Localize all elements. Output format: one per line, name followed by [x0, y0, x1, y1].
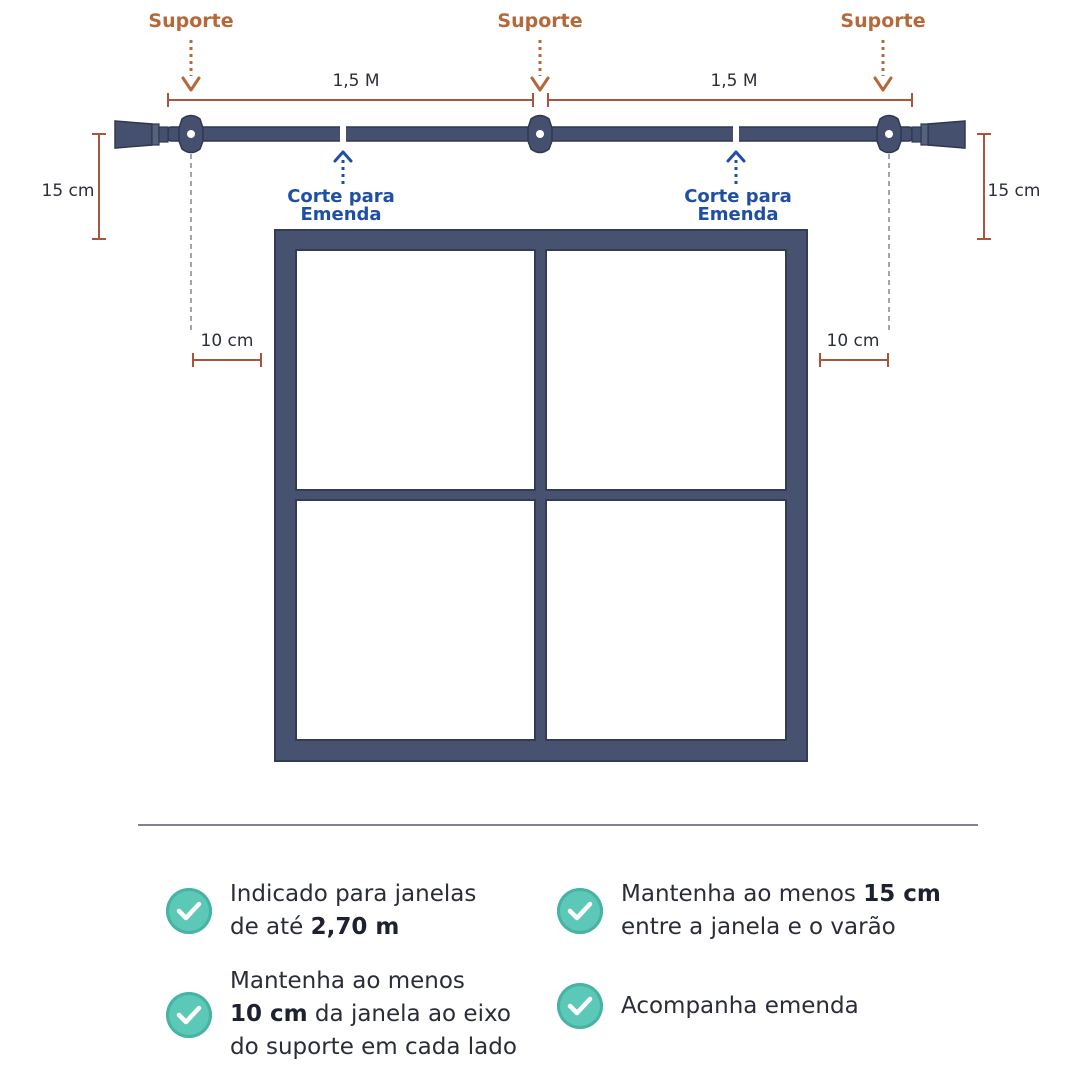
feature-height-clearance: Mantenha ao menos 15 cm entre a janela e… [557, 878, 941, 944]
check-icon [557, 983, 603, 1029]
offset-dimension-left [192, 353, 262, 367]
check-icon [557, 888, 603, 934]
cut-label-left-line2: Emenda [300, 204, 381, 225]
cut-arrow-right [726, 150, 746, 184]
height-dimension-left [92, 133, 106, 240]
span-dimension-left [167, 93, 534, 107]
feature-text: Acompanha emenda [621, 992, 859, 1019]
cut-label-right-line2: Emenda [697, 204, 778, 225]
feature-text: Indicado para janelas de até 2,70 m [230, 881, 477, 940]
offset-label-right: 10 cm [827, 331, 880, 351]
check-icon [166, 888, 212, 934]
check-icon [166, 991, 212, 1038]
bracket-center [527, 114, 553, 154]
finial-right [911, 120, 966, 149]
cut-gap-left [340, 124, 346, 144]
feature-text: Mantenha ao menos 10 cm da janela ao eix… [230, 968, 517, 1060]
feature-text: Mantenha ao menos 15 cm entre a janela e… [621, 881, 941, 940]
height-label-right: 15 cm [988, 181, 1041, 201]
window-pane-bottom-left [295, 499, 536, 741]
offset-label-left: 10 cm [201, 331, 254, 351]
finial-left [114, 120, 169, 149]
support-arrow-right [873, 40, 893, 92]
window-pane-top-right [545, 249, 787, 491]
feature-side-offset: Mantenha ao menos 10 cm da janela ao eix… [166, 965, 517, 1064]
support-label-center: Suporte [497, 10, 582, 32]
feature-window-size: Indicado para janelas de até 2,70 m [166, 878, 476, 944]
span-dimension-right [547, 93, 913, 107]
height-label-left: 15 cm [42, 181, 95, 201]
cut-gap-right [733, 124, 739, 144]
support-arrow-center [530, 40, 550, 92]
offset-dimension-right [819, 353, 889, 367]
bracket-left [178, 114, 204, 154]
height-dimension-right [977, 133, 991, 240]
window-pane-top-left [295, 249, 536, 491]
window-pane-bottom-right [545, 499, 787, 741]
support-label-left: Suporte [148, 10, 233, 32]
cut-label-right-line1: Corte para [684, 186, 792, 207]
cut-label-left-line1: Corte para [287, 186, 395, 207]
window [274, 229, 808, 762]
support-label-right: Suporte [840, 10, 925, 32]
bracket-right [876, 114, 902, 154]
feature-includes-joint: Acompanha emenda [557, 983, 859, 1029]
support-arrow-left [181, 40, 201, 92]
span-label-left: 1,5 M [332, 71, 379, 91]
span-label-right: 1,5 M [710, 71, 757, 91]
cut-arrow-left [333, 150, 353, 184]
